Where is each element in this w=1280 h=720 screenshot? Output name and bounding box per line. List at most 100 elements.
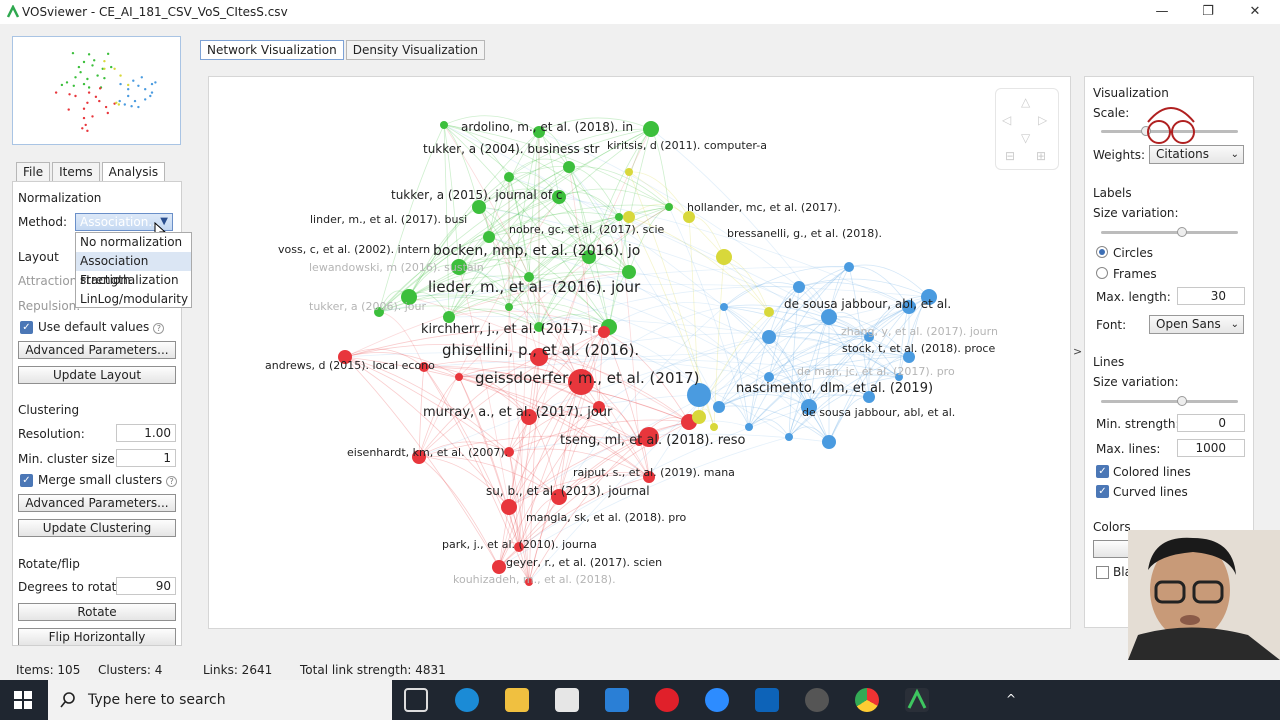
mail-icon[interactable]: [605, 688, 629, 712]
vosviewer-taskbar-icon[interactable]: [905, 688, 929, 712]
advanced-parameters-button[interactable]: Advanced Parameters...: [18, 341, 176, 359]
network-link: [723, 282, 800, 308]
store-icon[interactable]: [555, 688, 579, 712]
zoom-in-icon[interactable]: ⊞: [1036, 149, 1047, 163]
overview-dot: [87, 86, 91, 89]
option-association-strength[interactable]: Association strength: [76, 252, 191, 287]
windows-start-icon[interactable]: [14, 691, 32, 709]
tab-items[interactable]: Items: [52, 162, 100, 182]
edge-browser-icon[interactable]: [455, 688, 479, 712]
collapse-right-panel-icon[interactable]: >: [1073, 345, 1083, 358]
network-link: [598, 336, 770, 408]
help-icon[interactable]: ?: [166, 476, 178, 487]
close-button[interactable]: ✕: [1249, 4, 1261, 19]
pan-up-icon[interactable]: △: [1021, 95, 1031, 109]
taskbar-search[interactable]: Type here to search: [48, 680, 392, 720]
colored-lines-checkbox[interactable]: ✓: [1096, 465, 1109, 478]
option-fractionalization[interactable]: Fractionalization: [80, 273, 179, 287]
maximize-button[interactable]: ❐: [1202, 4, 1214, 19]
flip-horizontally-button[interactable]: Flip Horizontally: [18, 628, 176, 645]
task-view-icon[interactable]: [404, 688, 428, 712]
curved-lines-checkbox[interactable]: ✓: [1096, 485, 1109, 498]
font-select[interactable]: Open Sans⌄: [1149, 315, 1244, 334]
network-node: [713, 401, 725, 413]
overview-dot: [82, 60, 86, 64]
network-label: de man, jc, et al. (2017). pro: [797, 365, 955, 378]
network-node: [483, 231, 495, 243]
tab-analysis[interactable]: Analysis: [101, 162, 166, 182]
max-length-input[interactable]: 30: [1177, 287, 1245, 305]
pan-right-icon[interactable]: ▷: [1038, 113, 1048, 127]
degrees-input[interactable]: 90: [116, 577, 176, 595]
network-link: [508, 421, 690, 508]
option-linlog-modularity[interactable]: LinLog/modularity: [80, 292, 189, 306]
advanced-parameters-clustering-button[interactable]: Advanced Parameters...: [18, 494, 176, 512]
network-link: [408, 206, 670, 298]
black-background-checkbox[interactable]: [1096, 566, 1109, 579]
title-bar: VOSviewer - CE_AI_181_CSV_VoS_CItesS.csv…: [0, 0, 1280, 24]
network-link: [768, 336, 830, 443]
overview-dot: [94, 95, 98, 99]
network-link: [718, 356, 910, 408]
help-icon[interactable]: ?: [153, 323, 165, 334]
weights-select[interactable]: Citations⌄: [1149, 145, 1244, 164]
network-link: [408, 296, 690, 423]
network-node: [492, 560, 506, 574]
pan-down-icon[interactable]: ▽: [1021, 131, 1031, 145]
min-strength-input[interactable]: 0: [1177, 414, 1245, 432]
file-explorer-icon[interactable]: [505, 688, 529, 712]
network-link: [443, 124, 670, 208]
zoom-out-icon[interactable]: ⊟: [1005, 149, 1016, 163]
overview-map[interactable]: [12, 36, 181, 145]
option-no-normalization[interactable]: No normalization: [80, 235, 183, 249]
chevron-up-icon[interactable]: ^: [1006, 692, 1017, 706]
network-link: [828, 316, 910, 358]
network-link: [798, 278, 930, 298]
update-clustering-button[interactable]: Update Clustering: [18, 519, 176, 537]
view-tabs: Network Visualization Density Visualizat…: [200, 40, 485, 60]
network-link: [528, 206, 670, 278]
network-node: [622, 265, 636, 279]
lines-size-variation-slider[interactable]: [1101, 396, 1238, 406]
chrome-icon[interactable]: [855, 688, 879, 712]
min-cluster-size-input[interactable]: 1: [116, 449, 176, 467]
network-label: tukker, a (2004). business str: [423, 142, 599, 156]
tab-density-visualization[interactable]: Density Visualization: [345, 40, 485, 60]
zoom-app-icon[interactable]: [705, 688, 729, 712]
network-link: [458, 206, 670, 378]
network-label: park, j., et al. (2010). journa: [442, 538, 597, 551]
labels-size-variation-slider[interactable]: [1101, 227, 1238, 237]
pan-left-icon[interactable]: ◁: [1002, 113, 1012, 127]
network-link: [443, 124, 480, 208]
network-link: [408, 284, 930, 298]
curved-lines-label: Curved lines: [1113, 485, 1188, 499]
slider-knob[interactable]: [1177, 396, 1187, 406]
tab-network-visualization[interactable]: Network Visualization: [200, 40, 344, 60]
network-link: [528, 331, 605, 583]
opera-browser-icon[interactable]: [655, 688, 679, 712]
use-default-values-checkbox[interactable]: ✓: [20, 321, 33, 334]
network-link: [418, 456, 510, 508]
network-nodes: [338, 121, 937, 586]
scale-slider-knob[interactable]: [1141, 126, 1151, 136]
network-link: [488, 212, 620, 238]
outlook-icon[interactable]: [755, 688, 779, 712]
slider-knob[interactable]: [1177, 227, 1187, 237]
network-link: [538, 131, 630, 273]
network-link: [478, 166, 570, 208]
circles-radio[interactable]: [1096, 246, 1108, 258]
rotate-button[interactable]: Rotate: [18, 603, 176, 621]
method-select[interactable]: Association... ▼: [75, 213, 173, 231]
frames-radio[interactable]: [1096, 267, 1108, 279]
update-layout-button[interactable]: Update Layout: [18, 366, 176, 384]
overview-dot: [54, 91, 58, 94]
obs-icon[interactable]: [805, 688, 829, 712]
resolution-input[interactable]: 1.00: [116, 424, 176, 442]
merge-small-clusters-checkbox[interactable]: ✓: [20, 474, 33, 487]
tab-file[interactable]: File: [16, 162, 51, 182]
overview-dot: [81, 127, 84, 130]
minimize-button[interactable]: —: [1155, 4, 1169, 19]
max-lines-input[interactable]: 1000: [1177, 439, 1245, 457]
